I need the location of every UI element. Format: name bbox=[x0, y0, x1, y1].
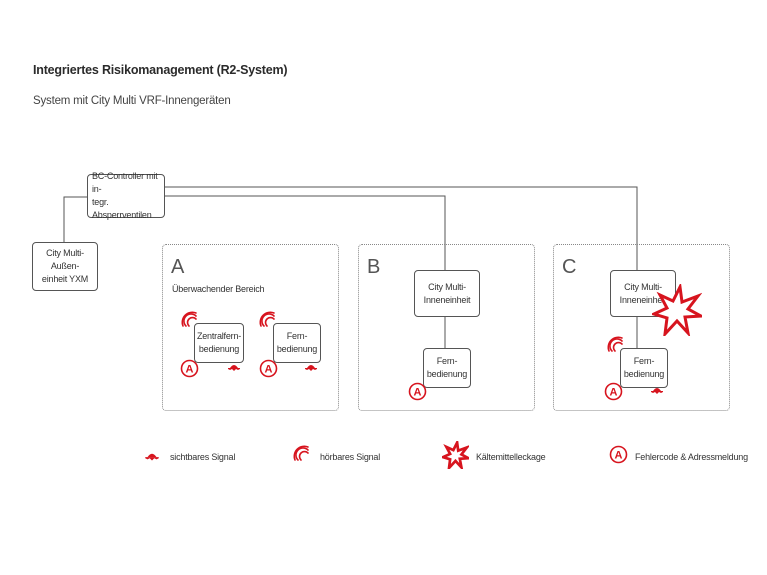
line-bc-to-indoor-b bbox=[164, 195, 446, 270]
page-title: Integriertes Risikomanagement (R2-System… bbox=[33, 63, 288, 77]
siren-icon bbox=[228, 365, 240, 371]
legend-audible-signal: hörbares Signal bbox=[320, 452, 381, 462]
central-remote-box: Zentralfern- bedienung bbox=[194, 323, 244, 363]
sound-waves-icon bbox=[607, 336, 623, 352]
alarm-letter: A bbox=[186, 364, 194, 376]
siren-icon bbox=[651, 388, 663, 394]
sound-waves-icon bbox=[293, 445, 309, 461]
alarm-circle-icon: A bbox=[259, 359, 278, 378]
alarm-circle-icon: A bbox=[609, 445, 628, 464]
zone-a-remote-box: Fern- bedienung bbox=[273, 323, 321, 363]
zone-c-letter: C bbox=[562, 256, 577, 278]
zone-c bbox=[553, 244, 730, 411]
alarm-letter: A bbox=[610, 387, 618, 399]
sound-waves-icon bbox=[181, 311, 197, 327]
legend-visible-signal: sichtbares Signal bbox=[170, 452, 236, 462]
zone-a bbox=[162, 244, 339, 411]
bc-controller-box: BC-Controller mit in- tegr. Absperrventi… bbox=[87, 171, 165, 220]
line-bc-to-outdoor bbox=[63, 196, 88, 242]
alarm-circle-icon: A bbox=[408, 382, 427, 401]
zone-a-letter: A bbox=[171, 256, 185, 278]
leak-burst-icon bbox=[442, 441, 469, 469]
zone-b-remote-box: Fern- bedienung bbox=[423, 348, 471, 388]
outdoor-unit-box: City Multi-Außen- einheit YXM bbox=[32, 242, 98, 291]
page-subtitle: System mit City Multi VRF-Innengeräten bbox=[33, 95, 231, 107]
alarm-letter: A bbox=[615, 450, 623, 462]
line-bc-to-indoor-c bbox=[164, 186, 638, 270]
legend-error-code: Fehlercode & Adressmeldung bbox=[635, 452, 748, 462]
zone-c-remote-box: Fern- bedienung bbox=[620, 348, 668, 388]
siren-icon bbox=[145, 453, 159, 461]
zone-b bbox=[358, 244, 535, 411]
sound-waves-icon bbox=[259, 311, 275, 327]
siren-icon bbox=[305, 365, 317, 371]
alarm-letter: A bbox=[265, 364, 273, 376]
alarm-letter: A bbox=[414, 387, 422, 399]
legend-refrigerant-leak: Kältemittelleckage bbox=[476, 452, 546, 462]
leak-burst-icon bbox=[652, 284, 702, 336]
zone-a-label: Überwachender Bereich bbox=[172, 284, 265, 294]
alarm-circle-icon: A bbox=[604, 382, 623, 401]
zone-c-indoor-unit-box: City Multi- Inneneinheit bbox=[610, 270, 676, 317]
zone-b-letter: B bbox=[367, 256, 381, 278]
zone-b-indoor-unit-box: City Multi- Inneneinheit bbox=[414, 270, 480, 317]
alarm-circle-icon: A bbox=[180, 359, 199, 378]
